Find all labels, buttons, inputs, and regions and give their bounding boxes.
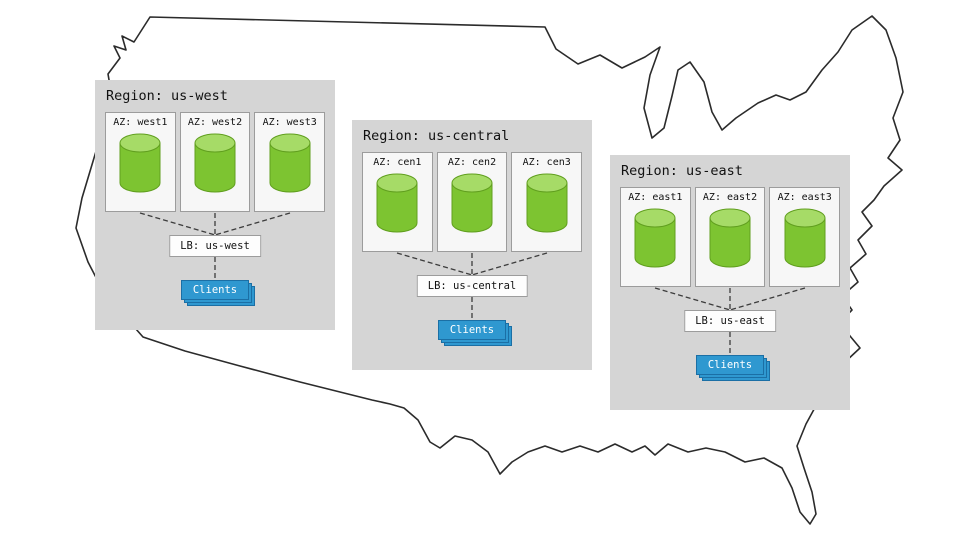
- az-label: AZ: cen1: [373, 157, 422, 168]
- database-cylinder-icon: [269, 133, 311, 193]
- az-row: AZ: west1 AZ: west2 AZ: west3: [105, 112, 326, 212]
- az-box: AZ: cen3: [511, 152, 583, 252]
- region-box-us-central: Region: us-central AZ: cen1 AZ: cen2 AZ:…: [352, 120, 592, 370]
- load-balancer-box: LB: us-central: [416, 275, 528, 297]
- region-box-us-west: Region: us-west AZ: west1 AZ: west2 AZ: …: [95, 80, 335, 330]
- database-cylinder-icon: [526, 173, 568, 233]
- az-label: AZ: east1: [628, 192, 683, 203]
- clients-label: Clients: [181, 280, 249, 300]
- load-balancer-box: LB: us-west: [169, 235, 261, 257]
- database-cylinder-icon: [784, 208, 826, 268]
- az-label: AZ: west2: [187, 117, 243, 128]
- az-label: AZ: west1: [113, 117, 168, 128]
- region-title: Region: us-east: [621, 163, 743, 179]
- region-title: Region: us-central: [363, 128, 510, 144]
- az-box: AZ: east3: [769, 187, 841, 287]
- az-box: AZ: cen2: [436, 152, 508, 252]
- clients-label: Clients: [696, 355, 764, 375]
- load-balancer-box: LB: us-east: [684, 310, 776, 332]
- az-box: AZ: west1: [105, 112, 176, 212]
- az-row: AZ: east1 AZ: east2 AZ: east3: [620, 187, 841, 287]
- database-cylinder-icon: [451, 173, 493, 233]
- clients-box: Clients: [181, 280, 255, 306]
- database-cylinder-icon: [376, 173, 418, 233]
- az-box: AZ: cen1: [362, 152, 433, 252]
- region-box-us-east: Region: us-east AZ: east1 AZ: east2 AZ: …: [610, 155, 850, 410]
- az-box: AZ: west3: [254, 112, 326, 212]
- az-box: AZ: west2: [179, 112, 251, 212]
- database-cylinder-icon: [119, 133, 161, 193]
- az-box: AZ: east2: [694, 187, 766, 287]
- region-title: Region: us-west: [106, 88, 228, 104]
- database-cylinder-icon: [194, 133, 236, 193]
- clients-box: Clients: [438, 320, 512, 346]
- az-label: AZ: east3: [777, 192, 832, 203]
- az-box: AZ: east1: [620, 187, 691, 287]
- database-cylinder-icon: [709, 208, 751, 268]
- az-row: AZ: cen1 AZ: cen2 AZ: cen3: [362, 152, 583, 252]
- az-label: AZ: cen3: [522, 157, 571, 168]
- az-label: AZ: cen2: [447, 157, 497, 168]
- clients-box: Clients: [696, 355, 770, 381]
- database-cylinder-icon: [634, 208, 676, 268]
- clients-label: Clients: [438, 320, 506, 340]
- az-label: AZ: west3: [262, 117, 317, 128]
- az-label: AZ: east2: [702, 192, 758, 203]
